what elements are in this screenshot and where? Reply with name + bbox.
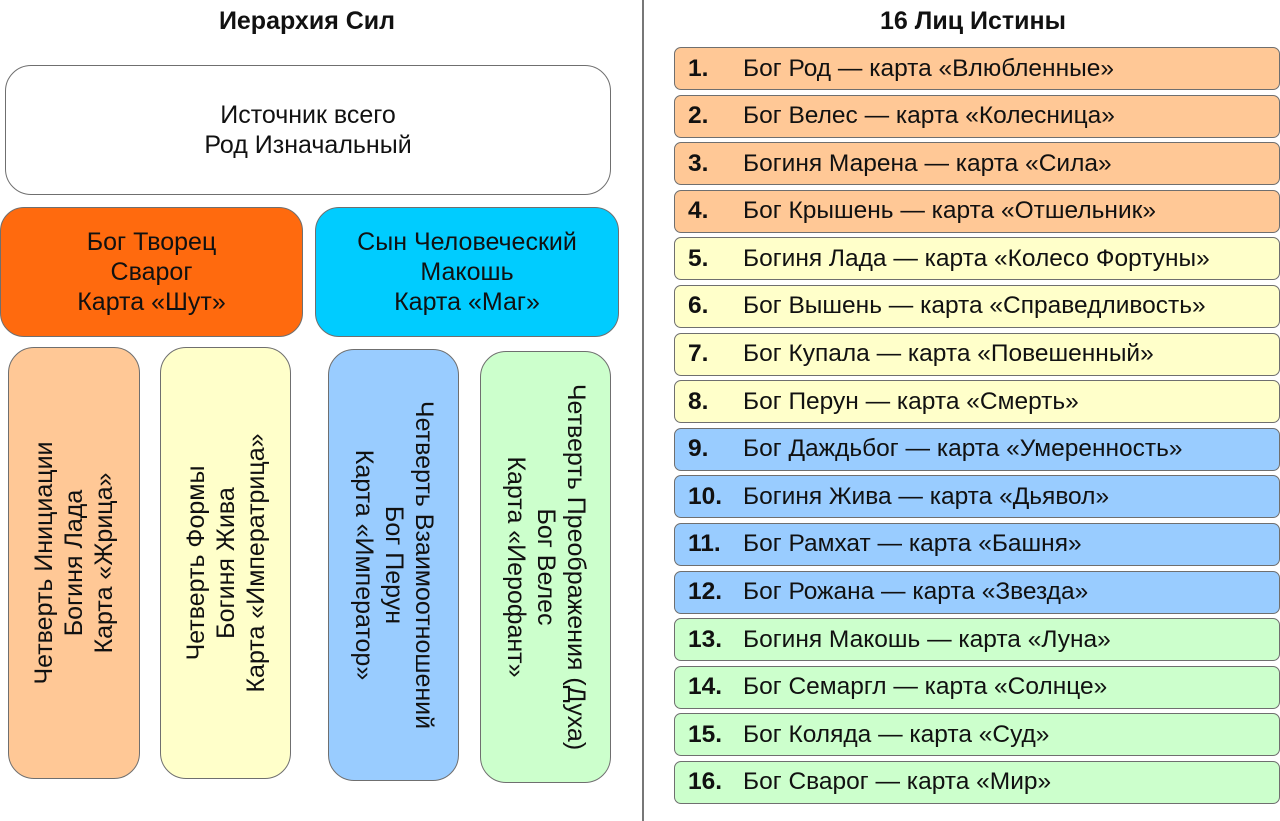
quarter-relations-line1: Четверть Взаимоотношений [409,400,438,730]
quarter-initiation-line3: Карта «Жрица» [90,472,118,654]
face-label: Бог Семаргл — карта «Солнце» [743,673,1108,701]
son-line3: Карта «Маг» [394,288,540,316]
face-number: 10. [688,482,723,510]
face-row: 6. Бог Вышень — карта «Справедливость» [674,284,1280,328]
face-row: 15. Бог Коляда — карта «Суд» [674,713,1280,757]
face-label: Бог Сварог — карта «Мир» [743,768,1052,796]
face-number: 7. [688,340,709,368]
quarter-form-line1: Четверть Формы [181,465,210,661]
face-number: 11. [688,530,721,558]
face-row: 13. Богиня Макошь — карта «Луна» [674,618,1280,662]
face-label: Бог Перун — карта «Смерть» [743,387,1079,415]
quarter-form-line3: Карта «Императрица» [241,433,270,693]
source-box: Источник всего Род Изначальный [5,65,611,195]
hierarchy-title: Иерархия Сил [218,7,396,35]
face-number: 6. [688,292,709,320]
face-label: Богиня Марена — карта «Сила» [743,149,1112,177]
son-line2: Макошь [420,258,514,286]
face-row: 1. Бог Род — карта «Влюбленные» [674,47,1280,90]
quarter-relations-line3: Карта «Император» [349,449,378,681]
face-number: 9. [688,435,709,463]
face-number: 12. [688,578,723,606]
face-row: 10. Богиня Жива — карта «Дьявол» [674,475,1280,519]
face-label: Бог Коляда — карта «Суд» [743,720,1050,748]
quarter-transformation-line1: Четверть Преображения (Духа) [561,383,590,751]
face-label: Богиня Жива — карта «Дьявол» [743,482,1110,510]
face-label: Бог Рамхат — карта «Башня» [743,530,1082,558]
face-number: 15. [688,720,723,748]
source-line2: Род Изначальный [204,131,412,159]
face-label: Бог Велес — карта «Колесница» [743,102,1115,130]
column-divider [642,0,644,821]
face-row: 3. Богиня Марена — карта «Сила» [674,142,1280,186]
face-row: 5. Богиня Лада — карта «Колесо Фортуны» [674,237,1280,281]
quarter-relations-line2: Бог Перун [379,505,408,625]
quarter-transformation-box: Четверть Преображения (Духа) Бог Велес К… [480,351,611,783]
creator-line3: Карта «Шут» [77,288,226,316]
face-row: 9. Бог Даждьбог — карта «Умеренность» [674,427,1280,471]
son-box: Сын Человеческий Макошь Карта «Маг» [315,207,619,337]
face-number: 5. [688,244,709,272]
quarter-form-box: Четверть Формы Богиня Жива Карта «Импера… [160,347,291,779]
creator-line2: Сварог [110,258,193,286]
quarter-transformation-line3: Карта «Иерофант» [501,456,530,678]
face-label: Бог Род — карта «Влюбленные» [743,54,1114,82]
face-number: 16. [688,768,723,796]
quarter-initiation-line1: Четверть Инициации [30,441,58,685]
face-row: 8. Бог Перун — карта «Смерть» [674,380,1280,424]
quarter-transformation-line2: Бог Велес [531,508,560,626]
quarter-initiation-box: Четверть Инициации Богиня Лада Карта «Жр… [8,347,140,779]
face-number: 2. [688,102,709,130]
face-row: 4. Бог Крышень — карта «Отшельник» [674,189,1280,233]
face-row: 11. Бог Рамхат — карта «Башня» [674,522,1280,566]
face-label: Бог Вышень — карта «Справедливость» [743,292,1206,320]
faces-list: 1. Бог Род — карта «Влюбленные» 2. Бог Веле… [674,47,1280,809]
face-number: 1. [688,54,709,82]
face-row: 16. Бог Сварог — карта «Мир» [674,760,1280,804]
face-number: 13. [688,625,723,653]
creator-box: Бог Творец Сварог Карта «Шут» [0,207,303,337]
face-row: 2. Бог Велес — карта «Колесница» [674,94,1280,138]
faces-title: 16 Лиц Истины [880,7,1066,35]
face-label: Богиня Лада — карта «Колесо Фортуны» [743,244,1210,272]
face-label: Бог Крышень — карта «Отшельник» [743,197,1156,225]
face-number: 8. [688,387,709,415]
face-label: Бог Купала — карта «Повешенный» [743,340,1154,368]
quarter-form-line2: Богиня Жива [211,487,240,639]
face-number: 4. [688,197,709,225]
face-label: Богиня Макошь — карта «Луна» [743,625,1111,653]
face-row: 14. Бог Семаргл — карта «Солнце» [674,665,1280,709]
source-line1: Источник всего [220,101,396,129]
quarter-relations-box: Четверть Взаимоотношений Бог Перун Карта… [328,349,459,781]
face-row: 7. Бог Купала — карта «Повешенный» [674,332,1280,376]
creator-line1: Бог Творец [86,228,217,256]
face-label: Бог Даждьбог — карта «Умеренность» [743,435,1183,463]
face-number: 14. [688,673,723,701]
face-row: 12. Бог Рожана — карта «Звезда» [674,570,1280,614]
face-label: Бог Рожана — карта «Звезда» [743,578,1089,606]
face-number: 3. [688,149,709,177]
son-line1: Сын Человеческий [357,228,577,256]
quarter-initiation-line2: Богиня Лада [60,489,88,637]
